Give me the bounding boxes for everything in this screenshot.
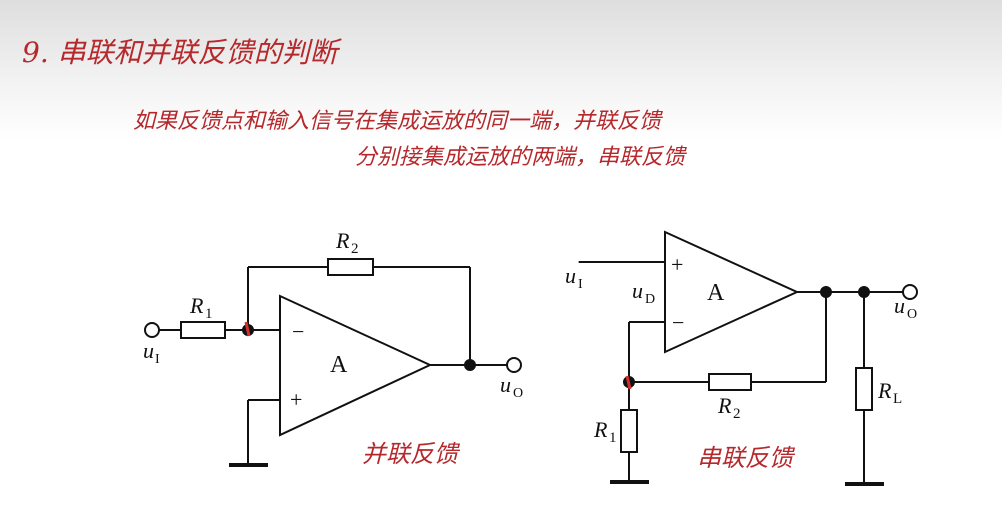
left-plus-sign: + xyxy=(290,387,302,412)
left-output-node xyxy=(464,359,476,371)
right-resistor-r1 xyxy=(620,409,638,453)
right-r2-subscript: 2 xyxy=(733,406,741,422)
right-ud-subscript: D xyxy=(645,292,655,307)
left-output-subscript: O xyxy=(513,386,523,401)
right-input-label: u xyxy=(565,263,576,288)
right-resistor-r2 xyxy=(708,373,752,391)
left-opamp xyxy=(279,294,433,437)
left-resistor-r2 xyxy=(327,258,374,276)
right-rl-label: R xyxy=(877,378,892,403)
right-minus-sign: − xyxy=(672,310,684,335)
left-red-mark xyxy=(244,321,251,337)
left-r1-label: R xyxy=(189,293,204,318)
right-caption: 串联反馈 xyxy=(697,444,796,472)
right-output-label: u xyxy=(894,293,905,318)
right-ud-label: u xyxy=(632,278,643,303)
left-input-label: u xyxy=(143,338,154,363)
left-input-subscript: I xyxy=(155,352,160,367)
left-output-label: u xyxy=(500,372,511,397)
right-input-subscript: I xyxy=(578,277,583,292)
left-caption: 并联反馈 xyxy=(362,440,461,468)
right-opamp xyxy=(664,230,800,354)
right-rl-subscript: L xyxy=(893,391,902,407)
left-r2-subscript: 2 xyxy=(351,241,359,257)
left-input-terminal xyxy=(144,322,160,338)
right-output-terminal xyxy=(902,284,918,300)
right-plus-sign: + xyxy=(671,252,683,277)
right-output-subscript: O xyxy=(907,307,917,322)
slide-title: 9. 串联和并联反馈的判断 xyxy=(22,36,343,69)
header-band xyxy=(0,0,1002,140)
note-line-2: 分别接集成运放的两端，串联反馈 xyxy=(355,145,687,170)
left-r2-label: R xyxy=(335,228,350,253)
right-resistor-rl xyxy=(855,367,873,411)
left-output-terminal xyxy=(506,357,522,373)
right-r1-subscript: 1 xyxy=(609,430,617,446)
left-resistor-r1 xyxy=(180,321,226,339)
right-opamp-label: A xyxy=(707,280,725,306)
right-r1-label: R xyxy=(593,417,608,442)
right-red-mark xyxy=(625,375,632,390)
left-r1-subscript: 1 xyxy=(205,306,213,322)
right-circuit xyxy=(577,230,918,486)
note-line-1: 如果反馈点和输入信号在集成运放的同一端，并联反馈 xyxy=(133,109,663,134)
right-r2-label: R xyxy=(717,393,732,418)
left-opamp-label: A xyxy=(330,352,348,378)
left-minus-sign: − xyxy=(292,319,304,344)
